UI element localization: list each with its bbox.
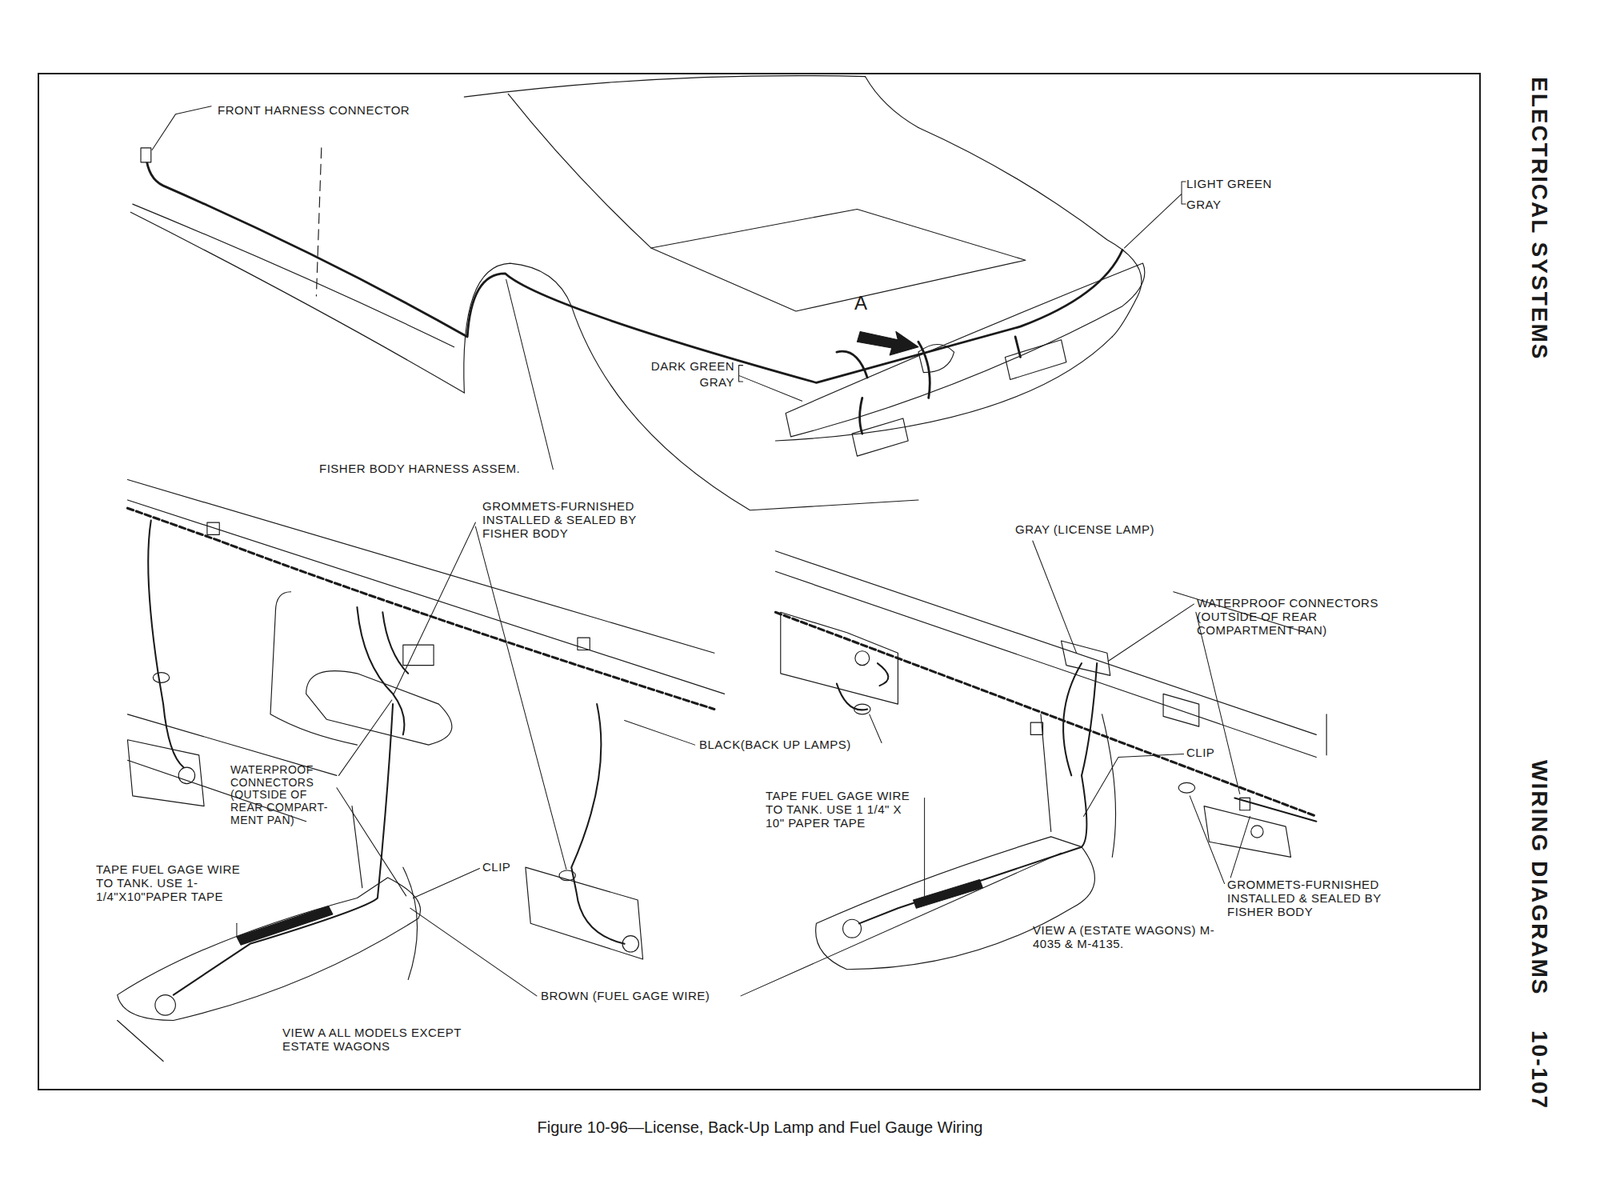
note-label: GROMMETS-FURNISHED INSTALLED & SEALED BY… [1227, 878, 1396, 919]
car-body [130, 76, 1145, 511]
wire-color: LIGHT GREEN [1186, 177, 1272, 192]
wire-color: GRAY [1186, 198, 1221, 212]
figure-caption: Figure 10-96—License, Back-Up Lamp and F… [537, 1118, 984, 1137]
view-title: VIEW A (ESTATE WAGONS) M-4035 & M-4135. [1032, 924, 1225, 952]
rear-compartment-view [117, 479, 725, 1061]
leader-lines [152, 106, 1250, 996]
harness-connector [140, 148, 152, 163]
harness-label: FISHER BODY HARNESS ASSEM. [319, 462, 520, 476]
note-label: WATERPROOF CONNECTORS (OUTSIDE OF REAR C… [230, 764, 336, 827]
wire-label: BROWN (FUEL GAGE WIRE) [540, 989, 710, 1004]
view-arrow [856, 332, 919, 356]
clip-label: CLIP [482, 860, 511, 875]
view-title: VIEW A ALL MODELS EXCEPT ESTATE WAGONS [282, 1026, 483, 1054]
note-label: TAPE FUEL GAGE WIRE TO TANK. USE 1-1/4"X… [96, 863, 250, 904]
figure-frame [38, 73, 1480, 1090]
page-number: 10-107 [1528, 1030, 1551, 1110]
section-heading: ELECTRICAL SYSTEMS [1528, 76, 1551, 360]
note-label: GROMMETS-FURNISHED INSTALLED & SEALED BY… [482, 500, 643, 540]
view-letter: A [854, 292, 868, 315]
wire-color: DARK GREEN [651, 360, 735, 374]
connector-label: FRONT HARNESS CONNECTOR [217, 104, 410, 118]
clip-label: CLIP [1186, 746, 1215, 760]
body-harness [145, 155, 1123, 434]
section-heading: WIRING DIAGRAMS [1528, 760, 1551, 996]
wire-label: BLACK(BACK UP LAMPS) [699, 738, 852, 752]
note-label: TAPE FUEL GAGE WIRE TO TANK. USE 1 1/4" … [765, 789, 920, 830]
wire-color: GRAY [700, 376, 735, 390]
note-label: WATERPROOF CONNECTORS (OUTSIDE OF REAR C… [1196, 596, 1407, 637]
wire-label: GRAY (LICENSE LAMP) [1015, 523, 1155, 537]
